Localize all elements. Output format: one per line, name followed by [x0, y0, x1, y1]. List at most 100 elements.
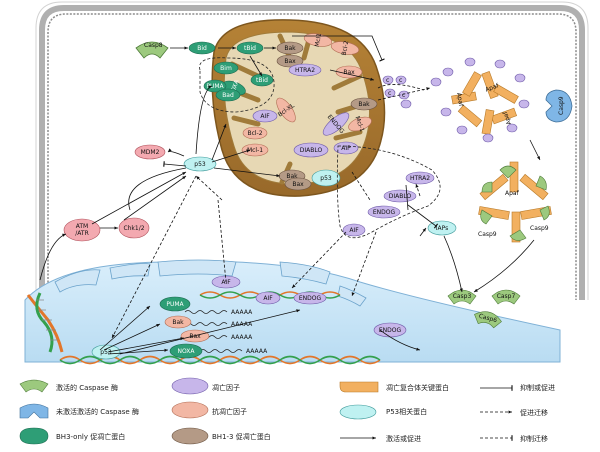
legend-swatch-p53 [339, 404, 377, 420]
legend-apoptosome: 凋亡复合体关键蛋白 [386, 383, 449, 392]
puma-mito-label: PUMA [206, 83, 224, 90]
casp9-inactive: Casp9 [545, 89, 573, 123]
aif-cyto-label: AIF [349, 227, 359, 234]
bcl2-top-node: Bcl-2 [330, 40, 360, 56]
casp7-active: Casp7 [491, 289, 521, 305]
diablo-mito-shape [293, 142, 329, 158]
mcl1-right-shape [348, 116, 372, 132]
tbid-mid-node: tBid [250, 73, 274, 87]
casp3-active: Casp3 [447, 289, 477, 305]
aif-nuc2-shape [255, 291, 281, 305]
apoptosome-forming: Apaf Apaf Apaf [451, 71, 519, 135]
cytc-label-1: c [386, 77, 389, 84]
legend-active-caspase: 激活的 Caspase 酶 [56, 383, 118, 392]
legend-apoptosis-factor: 凋亡因子 [212, 383, 240, 392]
bak-nuc-label: Bak [172, 319, 184, 326]
apaf-active-label: Apaf [505, 190, 520, 197]
legend-swatch-active-caspase [19, 379, 49, 393]
cytc-label-2: c [399, 77, 402, 84]
legend-swatch-bh13 [171, 427, 209, 445]
endog-nuc2-node: ENDOG [373, 322, 407, 338]
apaf-label-1: Apaf [484, 82, 500, 94]
bax-top-label: Bax [284, 58, 296, 65]
iaps-label: IAPs [436, 225, 449, 232]
legend-bh3: BH3-only 促凋亡蛋白 [56, 432, 125, 441]
legend-p53: P53相关蛋白 [386, 407, 427, 416]
mcl1-top-label: Mcl1 [314, 32, 323, 47]
bax-right-node: Bax [335, 65, 363, 79]
htra2-mito-shape [288, 63, 322, 77]
tbid-top-label: tBid [244, 45, 256, 52]
cytc-label-4: c [402, 92, 405, 99]
chk12-shape [118, 217, 150, 239]
bax-right-label: Bax [343, 69, 355, 76]
htra2-cyto-shape [405, 171, 435, 185]
bh3-group-outline [199, 57, 441, 239]
apaf-label-2: Apaf [455, 92, 464, 108]
cytc-label-3: c [388, 90, 391, 97]
legend-inhibit-migration: 抑制迁移 [520, 434, 548, 443]
endog-nuc2-label: ENDOG [379, 327, 402, 334]
aif-mito-shape [252, 109, 278, 123]
casp9-label: Casp9 [558, 96, 565, 115]
endog-cyto-node: ENDOG [367, 205, 401, 219]
casp7-shape [491, 289, 521, 305]
casp6-active: Casp6 [474, 311, 502, 329]
legend: 激活的 Caspase 酶 未激活激活的 Caspase 酶 BH3-only … [19, 377, 555, 445]
bclxl-shape [276, 97, 296, 123]
aif-nuc2-node: AIF [255, 291, 281, 305]
endog-mito-node: ENDOG [322, 112, 350, 136]
apoptosome-active: Apaf Casp9 Casp9 [478, 161, 552, 243]
diablo-cyto-node: DIABLO [383, 189, 417, 203]
diablo-cyto-shape [383, 189, 417, 203]
tbid-mid-shape [250, 73, 274, 87]
dashed-arrows [111, 84, 425, 339]
bax-low-label: Bax [292, 181, 304, 188]
chk12-node: Chk1/2 [118, 217, 150, 239]
bak-low-label: Bak [286, 173, 298, 180]
bak-right-label: Bak [358, 101, 370, 108]
legend-activate: 激活或促进 [386, 434, 421, 443]
tbid-top-shape [236, 41, 264, 55]
noxa-nuc-shape [169, 343, 203, 359]
aip-node: AIP [333, 141, 359, 155]
bax-nuc-label: Bax [189, 333, 201, 340]
aif-mito-label: AIF [260, 113, 270, 120]
mcl1-top-shape [303, 33, 333, 47]
bclxl-node: Bcl-XL [276, 97, 296, 123]
legend-anti-apoptosis: 抗凋亡因子 [212, 407, 247, 416]
apaf-label-3: Apaf [501, 110, 513, 126]
endog-nuc1-shape [293, 291, 327, 305]
puma-nuc-node: PUMA [159, 296, 191, 312]
bax-top-shape [276, 54, 304, 68]
casp8-label: Casp8 [144, 42, 163, 49]
casp3-label: Casp3 [453, 293, 472, 300]
bid-label: Bid [197, 45, 207, 52]
bcl2-top-shape [330, 41, 360, 55]
casp9-active-label-2: Casp9 [530, 225, 549, 232]
p53-mid-label: p53 [194, 161, 206, 168]
bcl2-mid-shape [242, 126, 268, 140]
endog-cyto-label: ENDOG [373, 209, 396, 216]
casp6-shape [474, 311, 502, 329]
casp3-shape [447, 289, 477, 305]
bad-label: Bad [222, 92, 234, 99]
p53-mid-shape [183, 156, 217, 172]
mdm2-node: MDM2 [134, 144, 166, 160]
bax-right-shape [335, 65, 363, 79]
aip-label: AIP [341, 145, 351, 152]
bax-low-node: Bax [284, 177, 312, 191]
bax-top-node: Bax [276, 54, 304, 68]
endog-cyto-shape [367, 205, 401, 219]
bcl2-mid-label: Bcl-2 [247, 130, 262, 137]
diablo-mito-label: DIABLO [300, 147, 323, 154]
bak-right-shape [350, 97, 378, 111]
noxa-nuc-label: NOXA [177, 348, 195, 355]
polya-tail-noxa: AAAAA [246, 348, 268, 355]
bid-node: Bid [188, 41, 216, 55]
casp7-label: Casp7 [497, 293, 516, 300]
bim-shape [213, 61, 239, 75]
legend-swatch-inactive-caspase [19, 403, 49, 419]
bcl2-mid-node: Bcl-2 [242, 126, 268, 140]
mcl1-mid-shape [241, 143, 269, 157]
